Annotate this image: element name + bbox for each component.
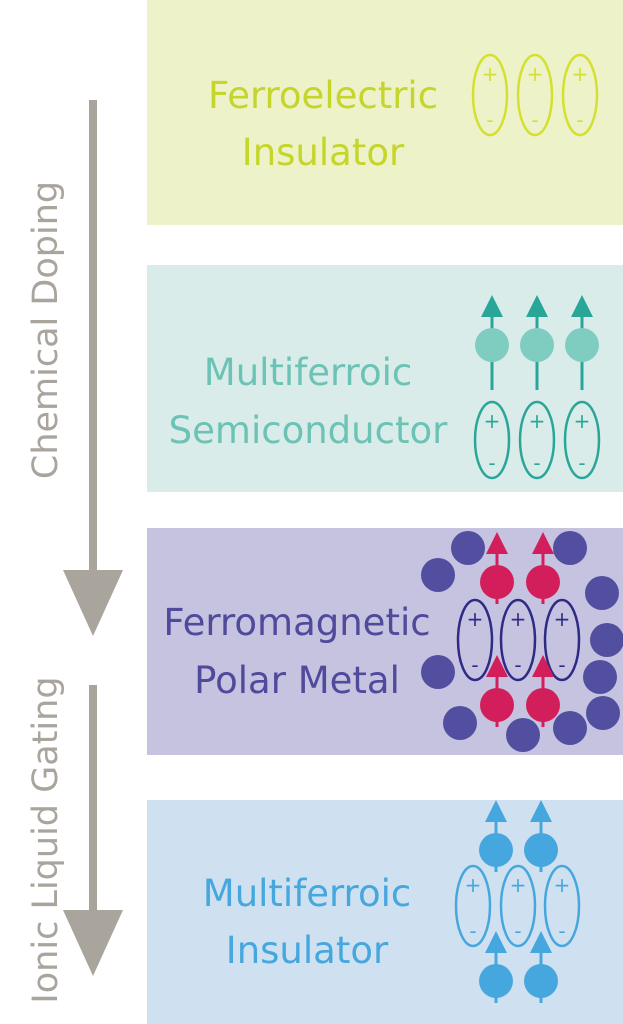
- chemical-doping-label: Chemical Doping: [26, 181, 66, 479]
- spin-up-arrow-icon: [520, 295, 554, 390]
- spin-up-arrow-icon: [526, 655, 560, 727]
- electric-dipole-icon: +-: [518, 400, 556, 480]
- plus-sign: +: [527, 62, 544, 86]
- panel-background: [147, 265, 623, 492]
- minus-sign: -: [558, 653, 565, 677]
- panel-label-line2: Insulator: [242, 131, 405, 174]
- electric-dipole-icon: +-: [516, 53, 554, 137]
- minus-sign: -: [533, 451, 540, 475]
- plus-sign: +: [529, 409, 546, 433]
- panel-label-line1: Ferroelectric: [208, 74, 438, 117]
- minus-sign: -: [471, 653, 478, 677]
- spin-up-arrow-icon: [526, 532, 560, 604]
- carrier-dot: [553, 711, 587, 745]
- carrier-dot: [421, 558, 455, 592]
- ionic-liquid-gating-label: Ionic Liquid Gating: [26, 676, 66, 1003]
- plus-sign: +: [465, 873, 482, 897]
- carrier-dot: [586, 696, 620, 730]
- minus-sign: -: [488, 451, 495, 475]
- panel-background: [147, 0, 623, 225]
- spin-up-arrow-icon: [475, 295, 509, 390]
- plus-sign: +: [482, 62, 499, 86]
- panel-label-line2: Polar Metal: [194, 659, 400, 702]
- electric-dipole-icon: +-: [543, 864, 581, 948]
- spin-up-arrow-icon: [480, 532, 514, 604]
- spin-up-arrow-icon: [479, 800, 513, 872]
- plus-sign: +: [510, 607, 527, 631]
- carrier-dot: [553, 531, 587, 565]
- carrier-dot: [421, 655, 455, 689]
- chemical-doping-arrow: [63, 100, 123, 636]
- carrier-dot: [590, 623, 623, 657]
- carrier-dot: [506, 718, 540, 752]
- minus-sign: -: [531, 108, 538, 132]
- electric-dipole-icon: +-: [499, 864, 537, 948]
- electric-dipole-icon: +-: [456, 598, 494, 682]
- carrier-dot: [583, 660, 617, 694]
- minus-sign: -: [514, 919, 521, 943]
- minus-sign: -: [578, 451, 585, 475]
- panel-label-line1: Multiferroic: [203, 872, 411, 915]
- spin-up-arrow-icon: [524, 800, 558, 872]
- plus-sign: +: [510, 873, 527, 897]
- ionic-liquid-gating-arrow: [63, 685, 123, 976]
- panel-label-line1: Multiferroic: [204, 351, 412, 394]
- minus-sign: -: [514, 653, 521, 677]
- plus-sign: +: [484, 409, 501, 433]
- carrier-dot: [443, 706, 477, 740]
- electric-dipole-icon: +-: [561, 53, 599, 137]
- spin-up-arrow-icon: [524, 931, 558, 1003]
- electric-dipole-icon: +-: [454, 864, 492, 948]
- electric-dipole-icon: +-: [543, 598, 581, 682]
- panel-label-line1: Ferromagnetic: [163, 601, 430, 644]
- electric-dipole-icon: +-: [563, 400, 601, 480]
- panel-label-line2: Insulator: [226, 929, 389, 972]
- carrier-dot: [585, 576, 619, 610]
- spin-up-arrow-icon: [480, 655, 514, 727]
- plus-sign: +: [572, 62, 589, 86]
- minus-sign: -: [486, 108, 493, 132]
- panel-label-line2: Semiconductor: [169, 409, 448, 452]
- plus-sign: +: [467, 607, 484, 631]
- plus-sign: +: [554, 873, 571, 897]
- spin-up-arrow-icon: [479, 931, 513, 1003]
- spin-up-arrow-icon: [565, 295, 599, 390]
- minus-sign: -: [469, 919, 476, 943]
- electric-dipole-icon: +-: [499, 598, 537, 682]
- electric-dipole-icon: +-: [473, 400, 511, 480]
- plus-sign: +: [574, 409, 591, 433]
- plus-sign: +: [554, 607, 571, 631]
- minus-sign: -: [576, 108, 583, 132]
- electric-dipole-icon: +-: [471, 53, 509, 137]
- carrier-dot: [451, 531, 485, 565]
- minus-sign: -: [558, 919, 565, 943]
